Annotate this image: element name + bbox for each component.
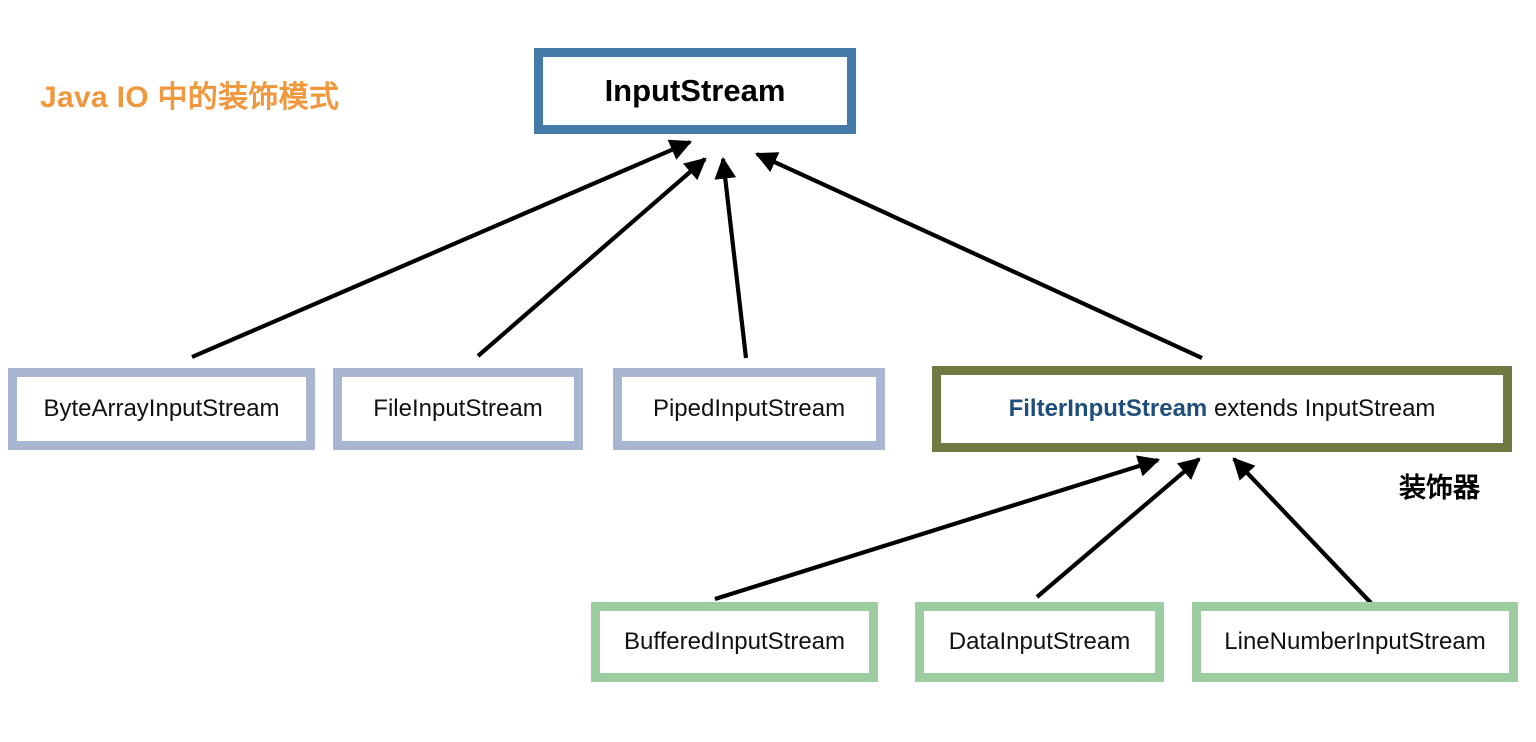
node-bufferedinputstream[interactable]: BufferedInputStream [591,602,878,682]
arrow-linenumber-to-filter [1232,457,1373,605]
node-pipedinputstream[interactable]: PipedInputStream [613,368,885,450]
page-title: Java IO 中的装饰模式 [40,81,340,114]
node-fileinputstream[interactable]: FileInputStream [333,368,583,450]
node-linenumberinputstream-label: LineNumberInputStream [1224,628,1486,655]
arrow-buffered-to-filter [714,455,1161,602]
node-pipedinputstream-label: PipedInputStream [652,395,846,422]
node-inputstream[interactable]: InputStream [534,48,856,134]
node-datainputstream[interactable]: DataInputStream [915,602,1164,682]
node-bytearrayinputstream[interactable]: ByteArrayInputStream [8,368,315,450]
node-fileinputstream-label: FileInputStream [373,395,543,422]
arrow-data-to-filter [1035,457,1201,599]
node-filterinputstream-label: FilterInputStream extends InputStream [1009,395,1436,423]
node-linenumberinputstream[interactable]: LineNumberInputStream [1192,602,1518,682]
node-datainputstream-label: DataInputStream [948,628,1131,655]
node-filterinputstream-extends: extends InputStream [1207,395,1436,422]
node-bytearrayinputstream-label: ByteArrayInputStream [43,395,280,422]
decorator-annotation: 装饰器 [1399,473,1480,503]
node-inputstream-label: InputStream [604,73,786,108]
arrow-file-to-inputstream [476,157,707,358]
node-filterinputstream[interactable]: FilterInputStream extends InputStream [932,366,1512,452]
node-bufferedinputstream-label: BufferedInputStream [623,628,846,655]
arrow-bytearray-to-inputstream [191,139,693,359]
arrow-filter-to-inputstream [755,152,1203,360]
node-filterinputstream-classname: FilterInputStream [1008,395,1208,422]
arrow-piped-to-inputstream [714,156,749,359]
